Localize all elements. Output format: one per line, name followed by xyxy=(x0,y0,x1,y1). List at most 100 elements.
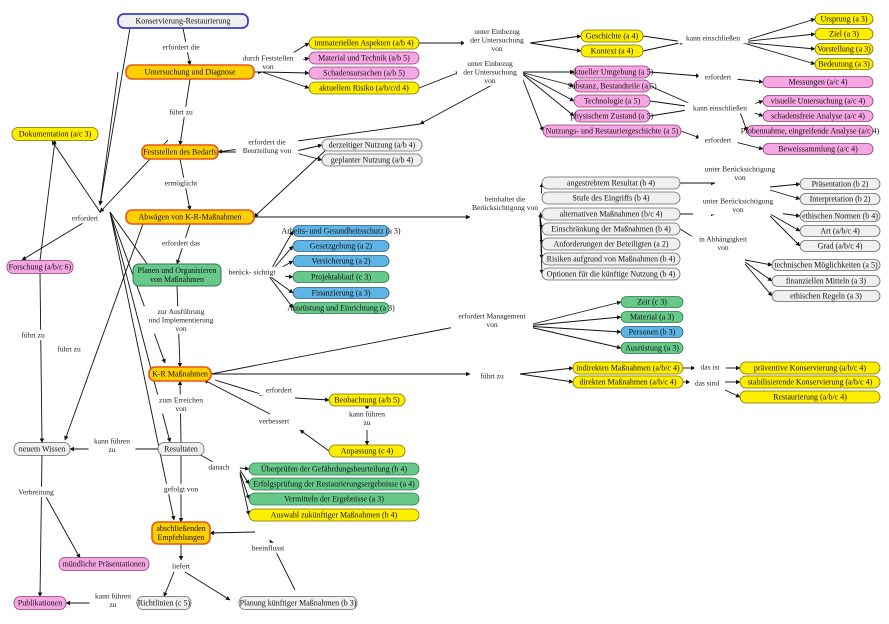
connector-line xyxy=(519,71,575,102)
connector-line xyxy=(642,35,685,44)
link-label-erfordert-das: erfordert das xyxy=(162,239,200,248)
node-label: Planung künftiger Maßnahmen (b 3) xyxy=(240,599,357,608)
node-direkt: direkten Maßnahmen (a/b/c 4) xyxy=(572,375,684,389)
node-grad: Grad (a/b/c 4) xyxy=(799,240,881,252)
connector-line xyxy=(239,469,250,485)
connector-line xyxy=(642,40,685,52)
node-auswahl: Auswahl zukünftiger Maßnahmen (b 4) xyxy=(248,508,420,522)
node-messungen: Messungen (a/c 4) xyxy=(762,76,874,88)
node-alternativen: alternativen Maßnahmen (b/c 4) xyxy=(541,207,681,221)
node-label: Auswahl zukünftiger Maßnahmen (b 4) xyxy=(271,511,398,520)
node-box xyxy=(321,153,423,167)
node-stabilisierend: stabilisierende Konservierung (a/b/c 4) xyxy=(739,375,881,389)
node-box xyxy=(573,79,651,93)
node-bedeutung: Bedeutung (a 3) xyxy=(814,58,874,70)
node-box xyxy=(292,255,390,267)
node-box xyxy=(328,393,406,407)
connector-line xyxy=(524,325,622,350)
node-box xyxy=(542,124,682,138)
node-box xyxy=(321,138,423,152)
node-label: K-R Maßnahmen xyxy=(152,370,208,379)
node-box xyxy=(739,375,881,389)
node-probennahme: Probennahme, eingreifende Analyse (a/c 4… xyxy=(741,125,880,137)
node-label: Grad (a/b/c 4) xyxy=(818,242,863,251)
node-label: Versicherung (a 2) xyxy=(311,257,370,266)
node-label: Konservierung-Restaurierung xyxy=(135,17,230,26)
link-label-bg xyxy=(153,394,209,414)
node-personen: Personen (b 3) xyxy=(620,326,684,338)
connector-line xyxy=(739,32,816,43)
node-geschichte: Geschichte (a 4) xyxy=(580,29,644,43)
link-label-bg xyxy=(693,195,783,215)
node-label: Art (a/b/c 4) xyxy=(820,227,860,236)
connector-line xyxy=(210,324,461,375)
link-label-erfordert-c: erfordert xyxy=(266,386,293,395)
node-label: direkten Maßnahmen (a/b/c 4) xyxy=(579,378,676,387)
link-label-bg xyxy=(474,370,510,382)
connector-line xyxy=(649,71,701,78)
node-label: physischem Zustand (a 5) xyxy=(571,112,654,121)
connector-line xyxy=(261,71,310,89)
node-vermitteln: Vermitteln der Ergebnisse (a 3) xyxy=(248,492,420,506)
node-risiko: aktuellem Risiko (a/b/c/d 4) xyxy=(308,81,420,95)
node-box xyxy=(6,260,74,274)
node-dokumentation: Dokumentation (a/c 3) xyxy=(11,127,99,141)
node-untersuchung: Untersuchung und Diagnose xyxy=(125,64,255,80)
node-box xyxy=(141,144,219,160)
node-ausruestung-einr: Ausrüstung und Einrichtung (a 3) xyxy=(287,302,395,314)
node-box xyxy=(148,366,212,382)
node-label: Ausrüstung (a 3) xyxy=(625,344,679,353)
link-label-bg xyxy=(141,306,221,334)
link-label-bg xyxy=(451,310,533,330)
node-praesentation: Präsentation (b 2) xyxy=(799,178,881,190)
link-label-bg xyxy=(153,237,209,249)
node-label: Probennahme, eingreifende Analyse (a/c 4… xyxy=(741,127,880,136)
link-label-verbessert: verbessert xyxy=(259,417,290,426)
node-box xyxy=(248,508,420,522)
node-box xyxy=(308,36,420,50)
connector-line xyxy=(739,41,816,51)
node-eth-regeln: ethischen Regeln (a 3) xyxy=(771,290,881,302)
link-label-bg xyxy=(89,590,137,610)
link-label-bg xyxy=(252,415,296,427)
node-box xyxy=(572,375,684,389)
connector-line xyxy=(519,71,544,132)
connector-line xyxy=(267,274,294,309)
node-box xyxy=(151,521,211,545)
connector-line xyxy=(37,455,43,597)
node-box xyxy=(308,51,420,65)
connector-line xyxy=(744,259,773,267)
connector-line xyxy=(739,18,816,43)
node-umgebung: aktueller Umgebung (a 5) xyxy=(571,65,654,79)
node-box xyxy=(762,143,874,155)
connector-line xyxy=(524,315,622,327)
connector-line xyxy=(769,189,801,200)
node-label: finanziellen Mitteln (a 3) xyxy=(786,277,867,286)
node-praeventiv: präventive Konservierung (a/b/c 4) xyxy=(739,361,881,375)
link-label-beeinflusst: beeinflusst xyxy=(252,544,285,553)
link-label-fuehrt-zu-3: führt zu xyxy=(21,331,45,340)
node-label: Beobachtung (a/b 5) xyxy=(334,396,400,405)
link-label-kann-einschliessen-1: kann einschließen xyxy=(686,34,740,43)
node-label: ethischen Regeln (a 3) xyxy=(790,292,862,301)
node-box xyxy=(799,210,881,222)
node-box xyxy=(771,259,881,271)
node-restaurierung: Restaurierung (a/b/c 4) xyxy=(739,390,881,404)
node-label: Ziel (a 3) xyxy=(829,30,859,39)
link-label-erfordert-b: erfordert xyxy=(705,136,732,145)
connector-line xyxy=(519,71,575,88)
node-box xyxy=(620,311,684,323)
node-ausruestung: Ausrüstung (a 3) xyxy=(620,342,684,354)
node-label: Richtlinien (c 5) xyxy=(138,599,191,608)
connector-line xyxy=(739,41,816,66)
connector-line xyxy=(744,263,773,297)
connector-line xyxy=(529,34,582,44)
node-box xyxy=(292,240,390,252)
node-arbeits: Arbeits- und Gesundheitsschutz (a 3) xyxy=(281,225,401,237)
node-richtlinien: Richtlinien (c 5) xyxy=(136,596,192,610)
node-label: neuem Wissen xyxy=(19,445,65,454)
link-label-bg xyxy=(15,329,51,341)
